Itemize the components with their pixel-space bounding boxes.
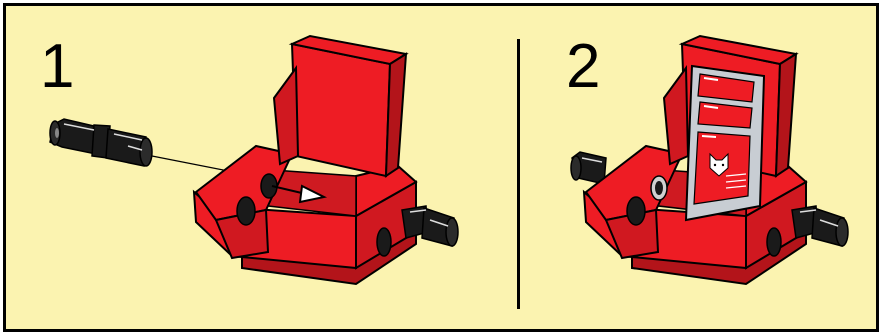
instruction-panel: 1 2 — [3, 3, 879, 332]
red-seat-brick-icon — [194, 36, 416, 284]
loose-pin-icon — [50, 119, 152, 166]
sticker-sheet-icon — [686, 66, 764, 220]
step-2-illustration — [571, 36, 848, 284]
step-1-illustration — [50, 36, 458, 284]
instruction-illustration — [6, 6, 876, 329]
left-pin-icon — [571, 152, 606, 184]
